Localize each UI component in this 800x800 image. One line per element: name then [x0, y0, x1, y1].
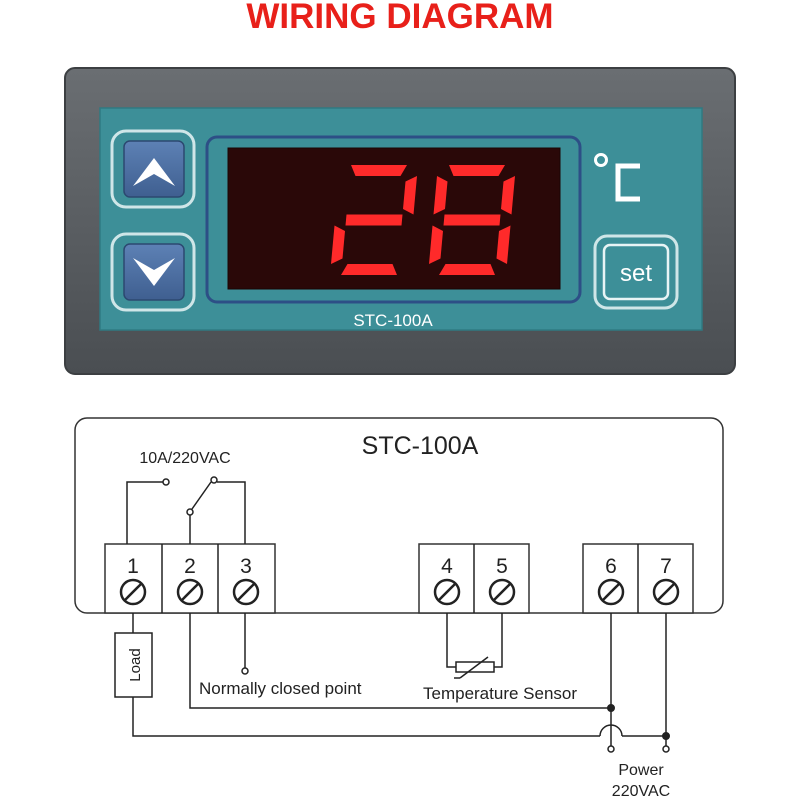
led-segment	[429, 225, 443, 264]
set-button[interactable]: set	[593, 234, 679, 310]
led-segment	[341, 264, 397, 275]
schematic-model-label: STC-100A	[362, 432, 479, 460]
power-label-line-1: Power	[618, 762, 664, 779]
temperature-sensor	[446, 613, 503, 679]
led-segment	[331, 225, 345, 264]
wire-terminal-2	[189, 613, 611, 709]
led-segment	[501, 176, 515, 215]
celsius-unit: °C	[0, 0, 640, 202]
relay-contacts	[126, 476, 246, 544]
terminal-screw-5	[488, 578, 516, 606]
led-segment	[433, 176, 448, 215]
terminal-screw-2	[176, 578, 204, 606]
down-button[interactable]	[110, 232, 196, 312]
terminal-number-7: 7	[660, 555, 672, 578]
sensor-label: Temperature Sensor	[423, 684, 577, 703]
led-segment	[496, 225, 511, 264]
set-button-label: set	[620, 260, 652, 287]
temperature-readout	[331, 165, 515, 275]
terminal-number-6: 6	[605, 555, 617, 578]
schematic	[74, 417, 724, 753]
arrow-down-icon	[133, 258, 175, 286]
temperature-value: 28	[0, 0, 2, 1]
arrow-up-icon	[133, 158, 175, 186]
page-title: WIRING DIAGRAM	[246, 0, 553, 36]
terminal-number-2: 2	[184, 555, 196, 578]
led-segment	[439, 264, 495, 275]
nc-point-label: Normally closed point	[199, 679, 362, 698]
nc-point	[241, 667, 249, 675]
led-segment	[345, 214, 403, 226]
terminal-screw-4	[433, 578, 461, 606]
power-label-line-2: 220VAC	[612, 783, 670, 800]
device-model-label: STC-100A	[353, 311, 433, 330]
unit-text: °C	[0, 0, 1, 1]
thermostat-device: 28 STC-100A °C set	[0, 0, 736, 375]
terminal-number-1: 1	[127, 555, 139, 578]
display-frame	[205, 135, 582, 304]
terminal-screw-7	[652, 578, 680, 606]
led-segment	[351, 165, 407, 176]
up-button[interactable]	[110, 129, 196, 209]
led-segment	[449, 165, 505, 176]
load-label: Load	[127, 648, 144, 681]
led-segment	[443, 214, 501, 226]
relay-rating-label: 10A/220VAC	[139, 450, 230, 467]
terminal-screw-6	[597, 578, 625, 606]
terminal-number-5: 5	[496, 555, 508, 578]
terminal-number-4: 4	[441, 555, 453, 578]
terminal-number-3: 3	[240, 555, 252, 578]
terminal-screw-1	[119, 578, 147, 606]
terminal-screw-3	[232, 578, 260, 606]
led-segment	[403, 176, 417, 215]
